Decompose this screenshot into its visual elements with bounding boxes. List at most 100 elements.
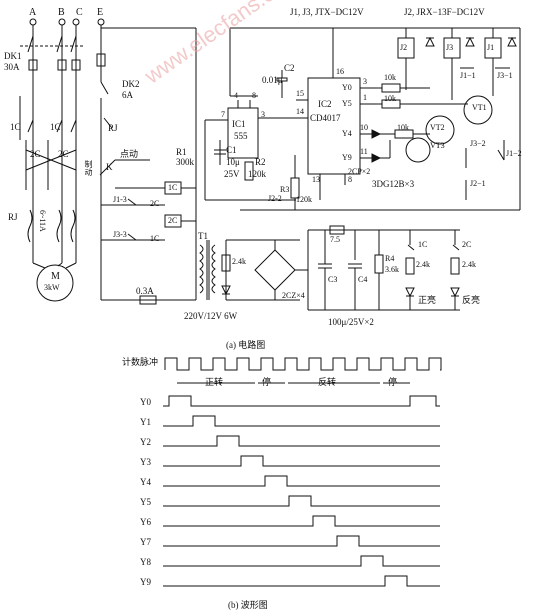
phase-b-label: B [58, 7, 65, 18]
transformer-spec: 220V/12V 6W [184, 311, 238, 321]
transistors-label: 3DG12B×3 [372, 179, 415, 189]
dk2-rating: 6A [122, 90, 133, 100]
ind-1c: 1C [418, 240, 428, 249]
pin-15: 15 [296, 89, 304, 98]
contact-j11: J1−1 [460, 71, 476, 80]
res-10k-1: 10k [384, 73, 396, 82]
c4-label: C4 [358, 275, 368, 284]
contact-1c-label: 1C [150, 234, 160, 243]
pin-8: 8 [252, 91, 256, 100]
k-label: K [106, 162, 113, 172]
trace-y6 [163, 516, 440, 526]
rj-label: RJ [8, 212, 18, 222]
trace-y2 [163, 436, 440, 446]
trace-y0 [163, 396, 440, 406]
contactor-1c-b: 1C [50, 122, 61, 132]
r2-value: 120k [248, 169, 266, 179]
out-y0: Y0 [342, 83, 352, 92]
contact-j31: J3−1 [497, 71, 513, 80]
motor-power: 3kW [44, 283, 60, 292]
cap-spec: 100μ/25V×2 [328, 317, 374, 327]
pin-10-ic2: 10 [360, 123, 368, 132]
motor-label: M [51, 271, 60, 282]
vt3-label: VT3 [430, 141, 445, 150]
row-label-y6: Y6 [140, 517, 151, 527]
contact-j12: J1−2 [506, 149, 522, 158]
trace-y8 [163, 556, 440, 566]
j22-label: J2-2 [268, 194, 282, 203]
ic1-label: IC1 [232, 119, 246, 129]
row-label-y8: Y8 [140, 557, 151, 567]
pin-16: 16 [336, 67, 344, 76]
relay-j1: J1 [487, 43, 495, 52]
pin-7: 7 [221, 110, 225, 119]
c2-value: 0.01μ [262, 75, 283, 85]
dk1-rating: 30A [4, 62, 20, 72]
pin-1-ic2: 1 [363, 93, 367, 102]
vt1-label: VT1 [472, 103, 487, 112]
trace-y3 [163, 456, 440, 466]
ic2-label: IC2 [318, 99, 332, 109]
clock-trace [165, 358, 441, 370]
row-label-y4: Y4 [140, 477, 151, 487]
pulse-label: 计数脉冲 [122, 357, 159, 367]
fwd-indicator: 正亮 [418, 295, 437, 305]
phase-stop-1: 停 [262, 377, 272, 387]
c1-value: 10μ [226, 157, 240, 167]
transformer-label: T1 [198, 231, 208, 241]
c3-label: C3 [328, 275, 338, 284]
contact-2c-label: 2C [150, 199, 160, 208]
pin-14: 14 [296, 107, 304, 116]
caption-b: (b) 波形图 [228, 600, 268, 610]
contact-j32: J3−2 [470, 139, 486, 148]
diodes-label: 2CP×2 [348, 167, 371, 176]
pin-8-ic2: 8 [348, 175, 352, 184]
phase-c-label: C [76, 7, 83, 18]
contactor-2c-a: 2C [30, 149, 41, 159]
j33-label: J3-3 [113, 230, 127, 239]
contactor-2c-b: 2C [58, 149, 69, 159]
relay-spec-1: J1, J3, JTX−DC12V [290, 7, 364, 17]
trace-y7 [163, 536, 440, 546]
caption-a: (a) 电路图 [226, 340, 266, 350]
pin-4: 4 [234, 91, 238, 100]
ind-r1: 2.4k [416, 260, 430, 269]
jog-label: 点动 [120, 149, 139, 159]
ind-r2: 2.4k [462, 260, 476, 269]
row-label-y7: Y7 [140, 537, 151, 547]
r4-value: 3.6k [385, 265, 399, 274]
rj-range: 6~11A [38, 210, 47, 232]
vt2-label: VT2 [430, 123, 445, 132]
c2-label: C2 [284, 63, 295, 73]
r1-value: 300k [176, 157, 194, 167]
row-label-y3: Y3 [140, 457, 151, 467]
dk1-label: DK1 [4, 51, 22, 61]
contactor-1c-a: 1C [10, 122, 21, 132]
r3-value: 120k [296, 195, 312, 204]
res-10k-3: 10k [397, 123, 409, 132]
relay-j3: J3 [446, 43, 454, 52]
pin-11-ic2: 11 [360, 147, 368, 156]
dk2-label: DK2 [122, 79, 140, 89]
trace-y9 [163, 576, 440, 586]
ic1-part: 555 [234, 131, 248, 141]
bridge-label: 2CZ×4 [282, 291, 305, 300]
row-label-y1: Y1 [140, 417, 151, 427]
res-10k-2: 10k [384, 94, 396, 103]
rj-nc-label: RJ [108, 123, 118, 133]
pin-3-ic2: 3 [363, 77, 367, 86]
out-y4: Y4 [342, 129, 352, 138]
j13-label: J1-3 [113, 195, 127, 204]
coil-1c-label: 1C [168, 183, 178, 192]
row-label-y5: Y5 [140, 497, 151, 507]
row-label-y0: Y0 [140, 397, 151, 407]
phase-a-label: A [29, 7, 37, 18]
brake-label: 制动 [84, 160, 93, 176]
r1-label: R1 [176, 147, 187, 157]
out-y9: Y9 [342, 153, 352, 162]
phase-stop-2: 停 [388, 377, 398, 387]
relay-j2: J2 [400, 43, 408, 52]
r4-label: R4 [385, 254, 395, 263]
phase-rev: 反转 [318, 377, 337, 387]
